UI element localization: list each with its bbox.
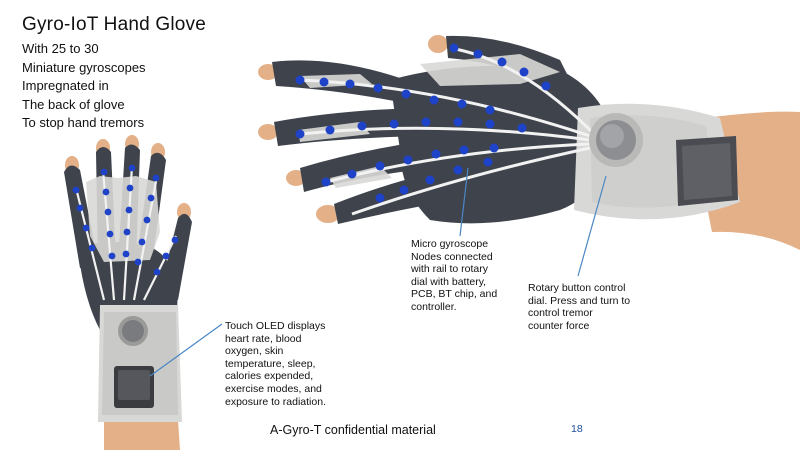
callout-line-text: with rail to rotary [411,263,489,276]
callout-line-text: calories expended, [225,370,314,383]
callout-line-text: PCB, BT chip, and [411,288,498,301]
confidential-footer: A-Gyro-T confidential material [270,423,436,437]
small-glove-illustration [64,135,192,450]
callout-line-text: counter force [528,319,590,332]
page-number: 18 [571,423,583,435]
callout-line-text: exposure to radiation. [225,395,326,408]
callout-line-text: Rotary button control [528,282,626,294]
callout-line-text: controller. [411,300,457,313]
subtitle-line: With 25 to 30 [22,41,99,56]
callout-line-text: dial. Press and turn to [528,294,631,307]
large-glove-illustration [258,35,800,251]
callout-line-text: Touch OLED displays [225,320,326,332]
callout-line-text: Nodes connected [411,250,493,263]
oled-callout: Touch OLED displays heart rate, blood ox… [225,320,326,408]
nodes-callout-line [459,167,469,237]
dial-callout: Rotary button control dial. Press and tu… [528,282,630,332]
subtitle-line: Impregnated in [22,78,109,93]
callout-line-text: temperature, sleep, [225,357,316,370]
subtitle-block: With 25 to 30 Miniature gyroscopes Impre… [22,40,146,133]
subtitle-line: Miniature gyroscopes [22,59,146,75]
callout-line-text: Micro gyroscope [411,238,489,250]
nodes-callout: Micro gyroscope Nodes connected with rai… [411,238,497,314]
subtitle-line: The back of glove [22,96,125,112]
slide-title: Gyro-IoT Hand Glove [22,14,207,35]
oled-callout-line [149,323,223,377]
callout-line-text: dial with battery, [411,275,487,288]
callout-line-text: heart rate, blood [225,332,302,345]
callout-line-text: exercise modes, and [225,382,322,395]
subtitle-line: To stop hand tremors [22,115,145,130]
dial-callout-line [577,175,607,277]
callout-line-text: oxygen, skin [225,345,284,358]
callout-line-text: control tremor [528,307,593,320]
